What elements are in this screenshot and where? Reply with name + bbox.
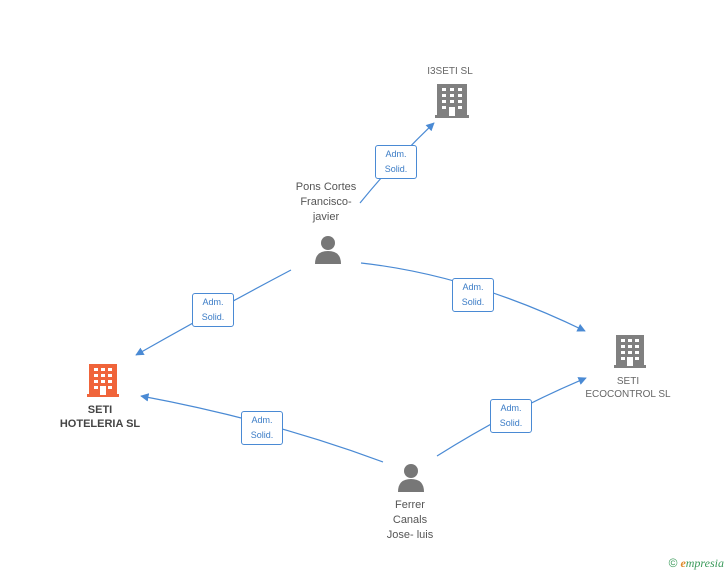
edge-label-line: Adm. — [385, 149, 407, 159]
brand-initial: e — [680, 556, 686, 570]
company-name-line: SETI — [616, 376, 640, 387]
node-label-seti-ecocontrol[interactable]: SETI ECOCONTROL SL — [578, 375, 678, 401]
edge-label-line: Solid. — [499, 418, 523, 428]
copyright-icon: © — [668, 556, 678, 570]
person-name-line: Ferrer — [395, 499, 425, 511]
edge-label-line: Solid. — [384, 164, 408, 174]
building-icon — [435, 84, 469, 118]
person-name-line: Francisco- — [300, 196, 352, 208]
person-icon — [315, 236, 341, 264]
node-label-i3seti[interactable]: I3SETI SL — [410, 65, 490, 78]
edge-label-line: Adm. — [251, 415, 273, 425]
edge-label-line: Adm. — [462, 282, 484, 292]
brand-name: mpresia — [685, 556, 724, 570]
node-label-seti-hoteleria[interactable]: SETI HOTELERIA SL — [50, 403, 150, 431]
edge-label-line: Solid. — [250, 430, 274, 440]
brand-footer[interactable]: ©empresia — [669, 556, 724, 571]
company-name: I3SETI SL — [427, 66, 473, 77]
main-building-icon — [87, 364, 119, 397]
edge-label-line: Solid. — [201, 312, 225, 322]
edge-label-line: Adm. — [500, 403, 522, 413]
edge-label-ferrer-seti-hoteleria[interactable]: Adm. Solid. — [241, 411, 283, 445]
company-name-line: SETI — [87, 404, 113, 416]
person-name-line: Canals — [392, 514, 428, 526]
person-icon — [398, 464, 424, 492]
company-name-line: ECOCONTROL SL — [585, 389, 671, 400]
edge-label-pons-i3seti[interactable]: Adm. Solid. — [375, 145, 417, 179]
edge-label-line: Solid. — [461, 297, 485, 307]
person-name-line: javier — [312, 211, 340, 223]
edge-label-ferrer-seti-ecocontrol[interactable]: Adm. Solid. — [490, 399, 532, 433]
building-icon — [614, 335, 646, 368]
node-label-pons[interactable]: Pons Cortes Francisco- javier — [276, 180, 376, 225]
person-name-line: Jose- luis — [386, 529, 434, 541]
node-label-ferrer[interactable]: Ferrer Canals Jose- luis — [360, 498, 460, 543]
company-name-line: HOTELERIA SL — [59, 418, 141, 430]
edge-label-pons-seti-hoteleria[interactable]: Adm. Solid. — [192, 293, 234, 327]
edge-label-line: Adm. — [202, 297, 224, 307]
edge-label-pons-seti-ecocontrol[interactable]: Adm. Solid. — [452, 278, 494, 312]
person-name-line: Pons Cortes — [295, 181, 357, 193]
